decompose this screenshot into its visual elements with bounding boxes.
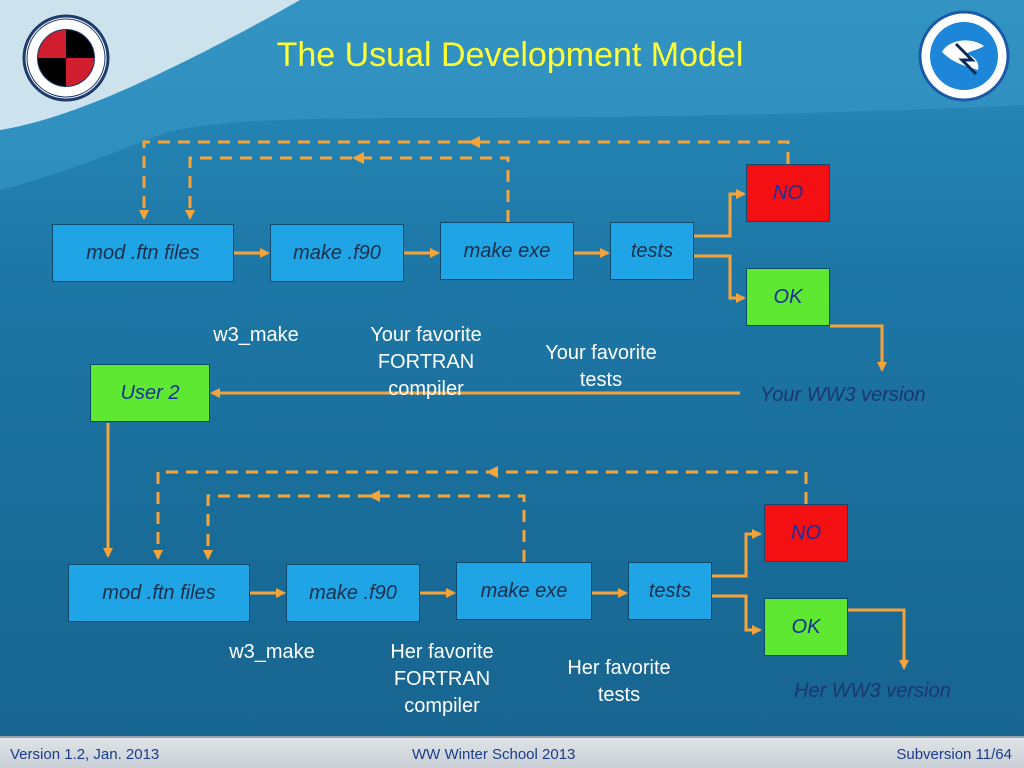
user2-box: User 2 xyxy=(90,364,210,422)
row1-ok-box: OK xyxy=(746,268,830,326)
slide-title: The Usual Development Model xyxy=(276,36,744,74)
row2-make-exe-box: make exe xyxy=(456,562,592,620)
university-of-maryland-logo xyxy=(22,14,110,102)
row2-tests-label: Her favorite tests xyxy=(567,657,671,706)
footer-event: WW Winter School 2013 xyxy=(412,746,576,763)
row1-make-f90-box: make .f90 xyxy=(270,224,404,282)
row1-w3-make-label: w3_make xyxy=(213,324,299,346)
row2-w3-make-label: w3_make xyxy=(229,641,315,663)
row1-mod-ftn-files-box: mod .ftn files xyxy=(52,224,234,282)
national-weather-service-logo xyxy=(918,10,1010,102)
row2-tests-box: tests xyxy=(628,562,712,620)
row1-ww3-version: Your WW3 version xyxy=(760,384,926,406)
row2-ok-box: OK xyxy=(764,598,848,656)
row2-no-box: NO xyxy=(764,504,848,562)
row1-no-box: NO xyxy=(746,164,830,222)
row1-make-exe-box: make exe xyxy=(440,222,574,280)
row2-make-f90-box: make .f90 xyxy=(286,564,420,622)
row2-compiler-label: Her favorite FORTRAN compiler xyxy=(390,641,494,717)
row1-tests-label: Your favorite tests xyxy=(545,342,657,391)
row2-mod-ftn-files-box: mod .ftn files xyxy=(68,564,250,622)
row1-compiler-label: Your favorite FORTRAN compiler xyxy=(370,324,482,400)
row1-tests-box: tests xyxy=(610,222,694,280)
footer-version: Version 1.2, Jan. 2013 xyxy=(10,746,160,763)
footer-slide-number: Subversion 11/64 xyxy=(896,746,1012,763)
footer-bar: Version 1.2, Jan. 2013 WW Winter School … xyxy=(0,736,1024,768)
row2-ww3-version: Her WW3 version xyxy=(794,680,951,702)
